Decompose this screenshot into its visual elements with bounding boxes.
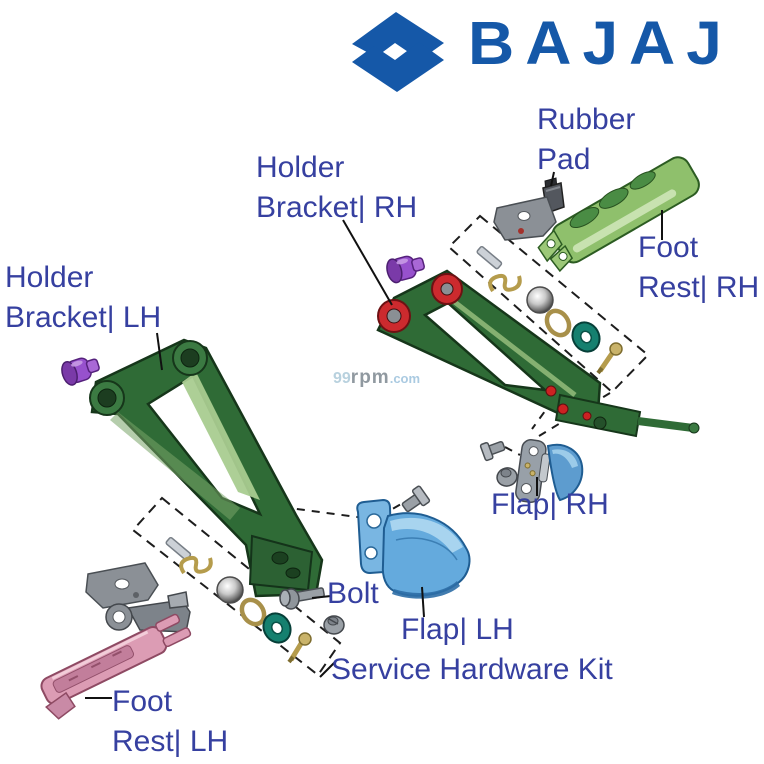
dash-bracket-to-flap-lh bbox=[281, 506, 373, 520]
purple-bolt-lh bbox=[61, 357, 100, 386]
foot-rest-rh bbox=[537, 156, 700, 273]
service-hardware-kit-rh-box bbox=[447, 214, 650, 394]
flap-lh bbox=[356, 498, 471, 599]
mount-plate-rh bbox=[493, 196, 557, 241]
nut bbox=[323, 615, 345, 635]
pointer-rubber-pad bbox=[550, 171, 555, 187]
brand-wordmark: BAJAJ bbox=[468, 8, 733, 78]
label-flap-lh: Flap| LH bbox=[401, 613, 514, 646]
kit-clip-lh bbox=[179, 555, 213, 575]
service-hardware-kit-lh-parts bbox=[165, 537, 312, 664]
dash-bolt-to-flap-rh bbox=[504, 446, 521, 456]
pointer-flap-lh bbox=[421, 586, 425, 618]
kit-washer-rh bbox=[571, 321, 601, 353]
kit-clip-rh bbox=[488, 273, 522, 293]
kit-bolt-rh bbox=[596, 342, 623, 375]
holder-bracket-lh bbox=[89, 338, 324, 598]
label-flap-rh: Flap| RH bbox=[491, 488, 609, 521]
bajaj-flying-b-icon bbox=[352, 12, 444, 92]
purple-bolt-rh bbox=[386, 255, 425, 284]
kit-ball-lh bbox=[216, 576, 244, 604]
watermark-part3: .com bbox=[389, 371, 421, 386]
flap-lh-bolt bbox=[401, 485, 431, 513]
watermark-part2: rpm bbox=[350, 367, 390, 388]
flap-rh-bolt bbox=[479, 440, 506, 462]
kit-ring-lh bbox=[239, 597, 267, 627]
label-bolt: Bolt bbox=[327, 577, 379, 610]
label-service-hardware-kit: Service Hardware Kit bbox=[331, 653, 613, 686]
kit-ball-rh bbox=[526, 286, 554, 314]
pointer-holder-bracket-rh bbox=[342, 219, 393, 306]
service-hardware-kit-rh-parts bbox=[476, 246, 623, 375]
pointer-bolt bbox=[311, 595, 332, 599]
watermark: 99rpm.com bbox=[333, 367, 420, 389]
pointer-service-hardware-kit bbox=[319, 660, 337, 678]
kit-pin-rh bbox=[476, 246, 503, 270]
holder-bracket-rh bbox=[376, 269, 700, 438]
mount-plate-lh bbox=[85, 562, 159, 609]
pointer-holder-bracket-lh bbox=[156, 332, 163, 371]
foot-rest-lh bbox=[40, 613, 192, 720]
watermark-part1: 99 bbox=[333, 370, 351, 387]
kit-bolt-lh bbox=[287, 632, 312, 664]
flap-rh bbox=[515, 439, 584, 503]
kit-ring-rh bbox=[544, 308, 572, 338]
hook-bracket-lh bbox=[105, 591, 191, 633]
flap-rh-nut bbox=[496, 467, 518, 487]
kit-washer-lh bbox=[262, 612, 292, 644]
